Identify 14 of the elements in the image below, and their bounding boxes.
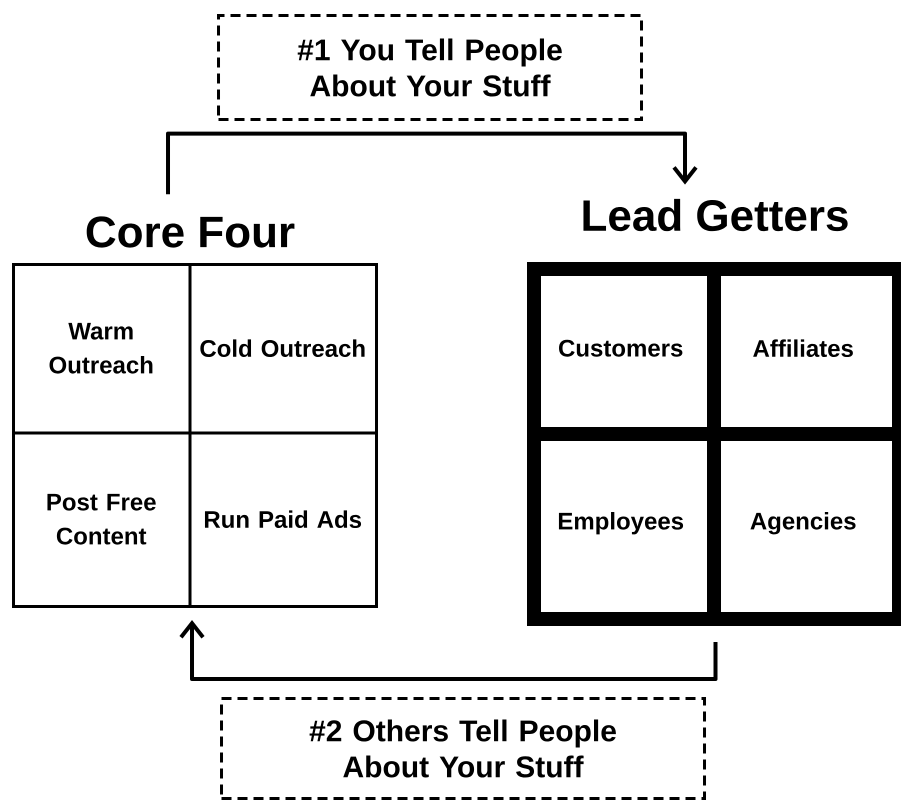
arrow: [179, 620, 718, 681]
grid-cell: Post Free Content: [47, 494, 156, 545]
grid-cell: Cold Outreach: [200, 339, 365, 357]
grid-cell: Customers: [559, 340, 682, 357]
grid-cell: Agencies: [750, 512, 856, 534]
grid-cell: Employees: [558, 512, 684, 534]
grid-cell: Affiliates: [753, 339, 853, 357]
caption-box: #2 Others Tell People About Your Stuff: [220, 697, 706, 800]
arrow: [166, 132, 698, 194]
grid-cell: Run Paid Ads: [204, 510, 362, 528]
grid-heading: Core Four: [86, 216, 294, 248]
grid-heading: Lead Getters: [583, 198, 848, 232]
caption-box: #1 You Tell People About Your Stuff: [217, 14, 643, 121]
grid-cell: Warm Outreach: [50, 322, 152, 374]
